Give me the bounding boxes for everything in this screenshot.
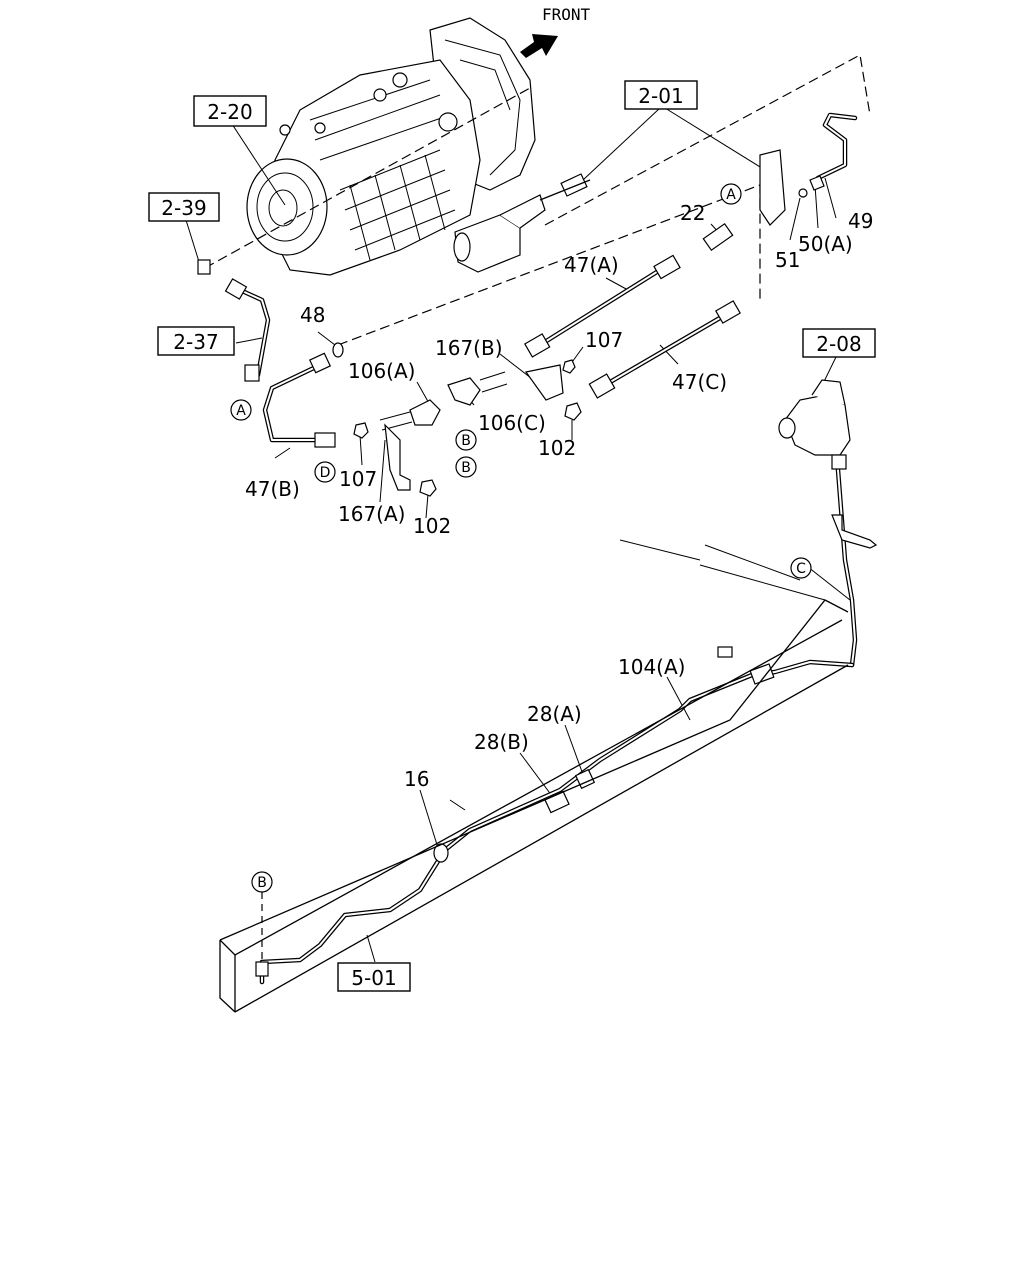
reference-box-2-39[interactable]: 2-39 — [148, 192, 220, 222]
svg-text:2-08: 2-08 — [816, 332, 861, 356]
reference-box-2-08[interactable]: 2-08 — [802, 328, 876, 358]
label-51: 51 — [775, 248, 800, 272]
label-107-bot: 107 — [339, 467, 377, 491]
front-label: FRONT — [542, 5, 591, 24]
label-102-bot: 102 — [413, 514, 451, 538]
svg-text:2-37: 2-37 — [173, 330, 218, 354]
svg-text:B: B — [257, 875, 267, 891]
part-labels: 22 49 50(A) 51 47(A) 48 167(B) 107 106(A… — [245, 201, 873, 791]
marker-b-1: B — [455, 429, 477, 451]
marker-b-frame: B — [251, 871, 273, 893]
frame-rail — [219, 539, 849, 1013]
transmission-assembly — [246, 17, 591, 276]
label-106c: 106(C) — [478, 411, 546, 435]
label-47a: 47(A) — [564, 253, 619, 277]
svg-text:C: C — [796, 561, 806, 577]
label-22: 22 — [680, 201, 705, 225]
reference-box-2-20[interactable]: 2-20 — [193, 95, 267, 127]
connection-markers: A A B B D C B — [230, 183, 812, 893]
svg-text:A: A — [236, 403, 246, 419]
label-50a: 50(A) — [798, 232, 853, 256]
label-47c: 47(C) — [672, 370, 727, 394]
label-107-top: 107 — [585, 328, 623, 352]
label-28b: 28(B) — [474, 730, 529, 754]
label-106a: 106(A) — [348, 359, 415, 383]
front-indicator: FRONT — [520, 5, 591, 58]
svg-text:A: A — [726, 187, 736, 203]
label-48: 48 — [300, 303, 325, 327]
leader-lines — [185, 107, 851, 963]
fittings — [197, 149, 878, 977]
svg-text:5-01: 5-01 — [351, 966, 396, 990]
svg-text:B: B — [461, 460, 471, 476]
marker-a-left: A — [230, 399, 252, 421]
marker-d: D — [314, 461, 336, 483]
case-ribs — [339, 149, 456, 261]
marker-c: C — [790, 557, 812, 579]
reference-box-2-37[interactable]: 2-37 — [157, 326, 235, 356]
label-49: 49 — [848, 209, 873, 233]
label-167a: 167(A) — [338, 502, 405, 526]
svg-text:2-39: 2-39 — [161, 196, 206, 220]
svg-text:2-20: 2-20 — [207, 100, 252, 124]
label-47b: 47(B) — [245, 477, 300, 501]
marker-a-top: A — [720, 183, 742, 205]
front-arrow-icon — [520, 34, 558, 58]
svg-text:2-01: 2-01 — [638, 84, 683, 108]
label-167b: 167(B) — [435, 336, 503, 360]
marker-b-2: B — [455, 456, 477, 478]
svg-text:B: B — [461, 433, 471, 449]
label-104a: 104(A) — [618, 655, 685, 679]
svg-text:D: D — [320, 465, 331, 481]
label-16: 16 — [404, 767, 429, 791]
label-28a: 28(A) — [527, 702, 582, 726]
label-102-top: 102 — [538, 436, 576, 460]
reference-box-2-01[interactable]: 2-01 — [624, 80, 698, 110]
reference-box-5-01[interactable]: 5-01 — [337, 962, 411, 992]
